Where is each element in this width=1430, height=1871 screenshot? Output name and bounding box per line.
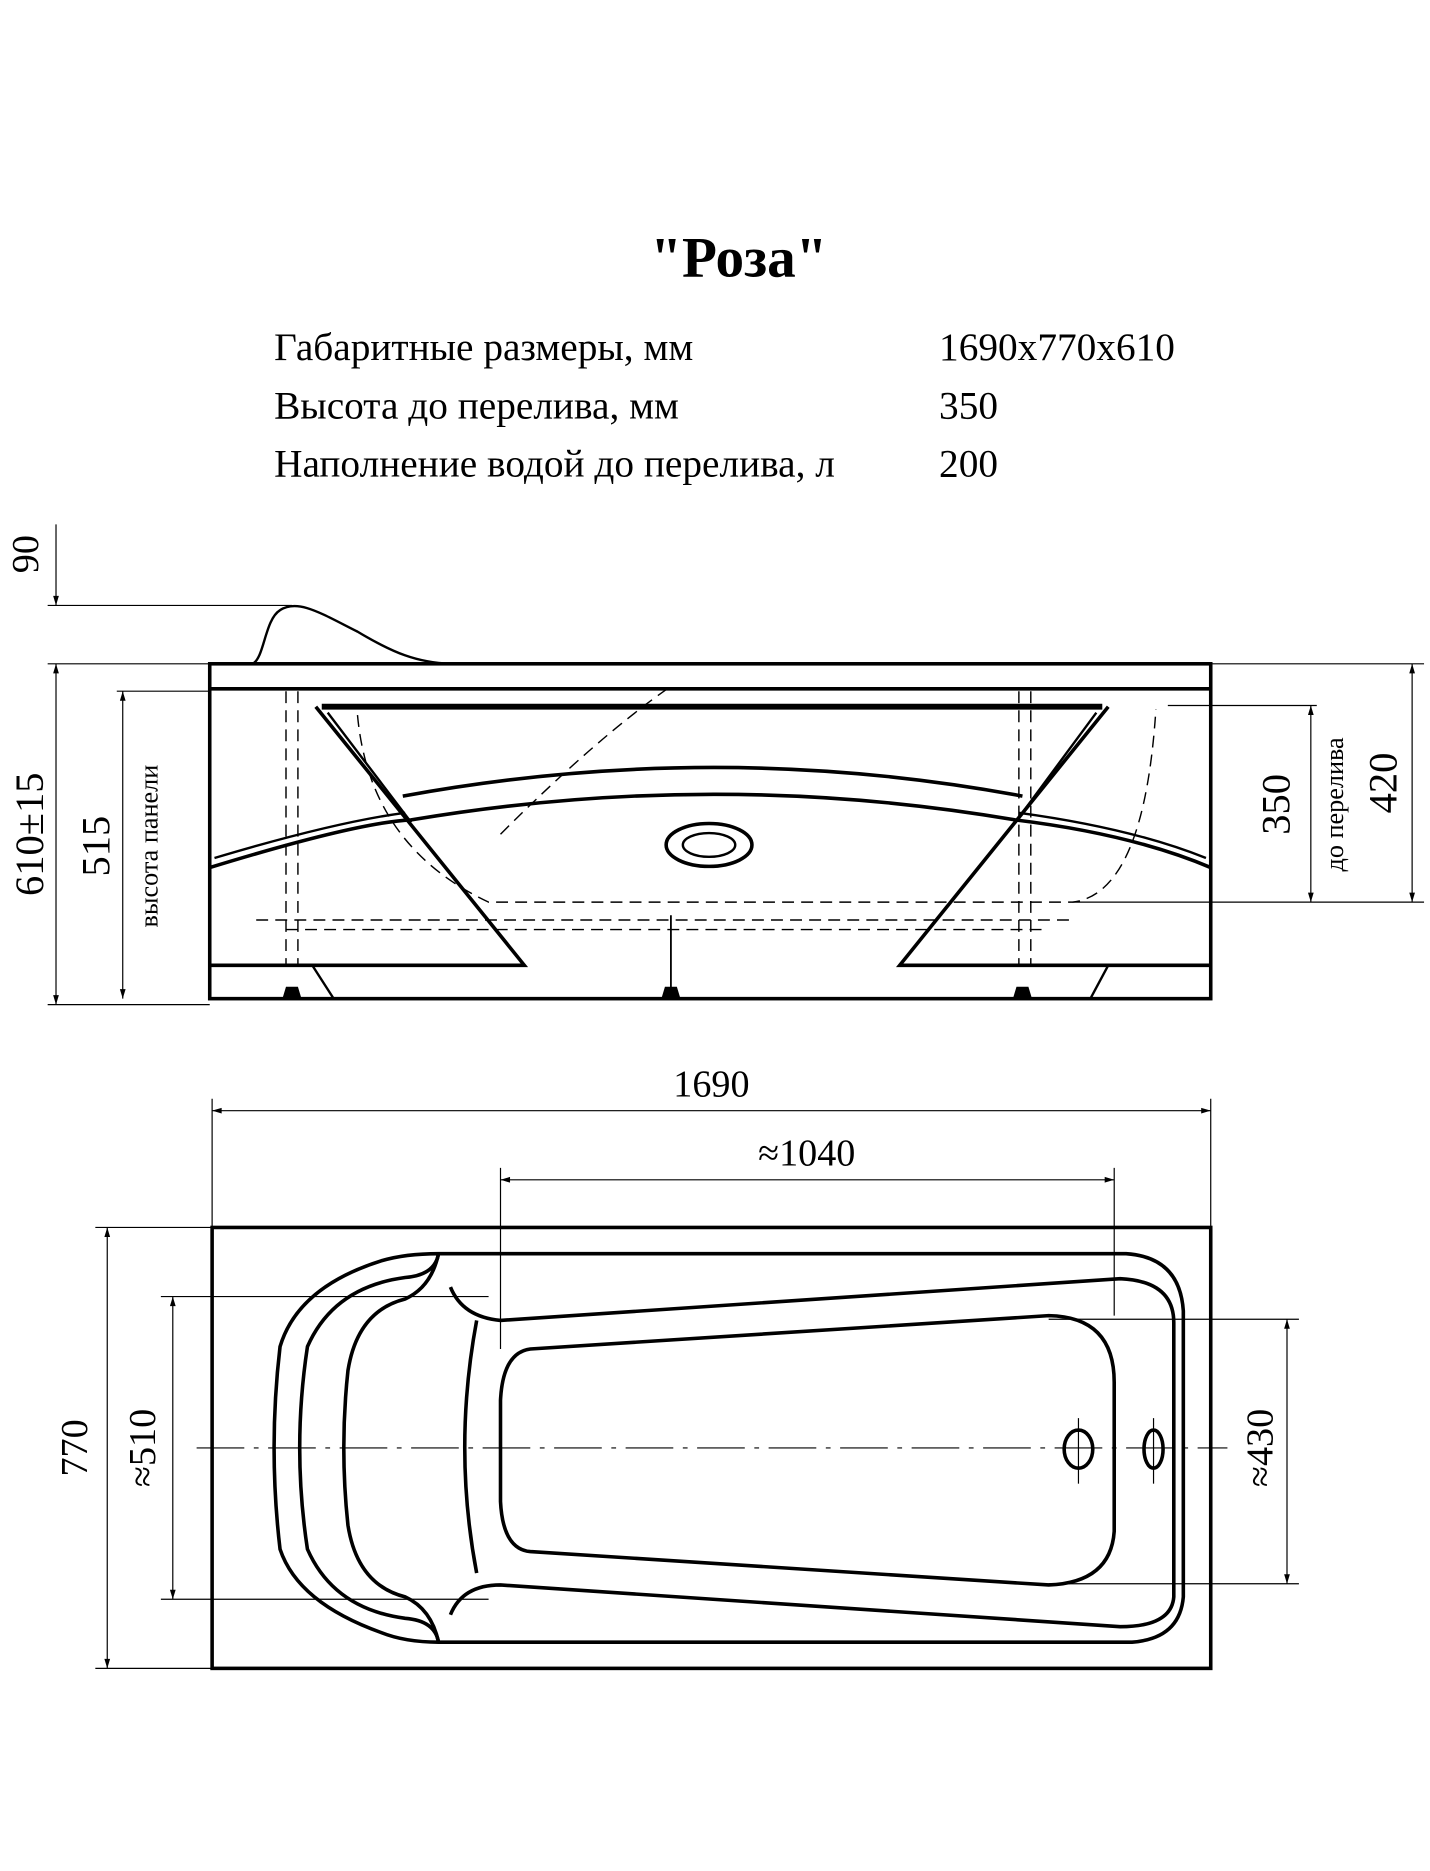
spec-value: 1690x770x610 [939, 325, 1175, 369]
page-title: "Роза" [650, 227, 827, 290]
specs-table: Габаритные размеры, мм 1690x770x610 Высо… [274, 325, 1175, 486]
side-view: 90 610±15 515 высота панели 350 до перел… [5, 524, 1425, 1006]
panel-height-label: высота панели [134, 765, 163, 928]
dim-inner-length: ≈1040 [758, 1132, 855, 1174]
dim-overflow: 350 [1253, 774, 1298, 835]
spec-label: Наполнение водой до перелива, л [274, 442, 835, 486]
spec-value: 200 [939, 442, 998, 486]
dim-foot-width: ≈430 [1240, 1409, 1282, 1487]
dim-headrest: 90 [5, 535, 47, 573]
dim-total-height: 610±15 [7, 772, 52, 895]
spec-label: Габаритные размеры, мм [274, 325, 693, 369]
spec-label: Высота до перелива, мм [274, 383, 679, 427]
dim-panel-height: 515 [74, 816, 119, 877]
overflow-label: до перелива [1320, 737, 1349, 871]
dim-width: 770 [54, 1419, 96, 1476]
spec-value: 350 [939, 383, 998, 427]
dim-length: 1690 [673, 1063, 749, 1105]
top-view: 1690 ≈1040 770 ≈510 ≈430 [54, 1063, 1299, 1671]
dim-rim: 420 [1361, 753, 1406, 814]
dim-head-width: ≈510 [122, 1409, 164, 1487]
drain-icon [664, 821, 754, 869]
